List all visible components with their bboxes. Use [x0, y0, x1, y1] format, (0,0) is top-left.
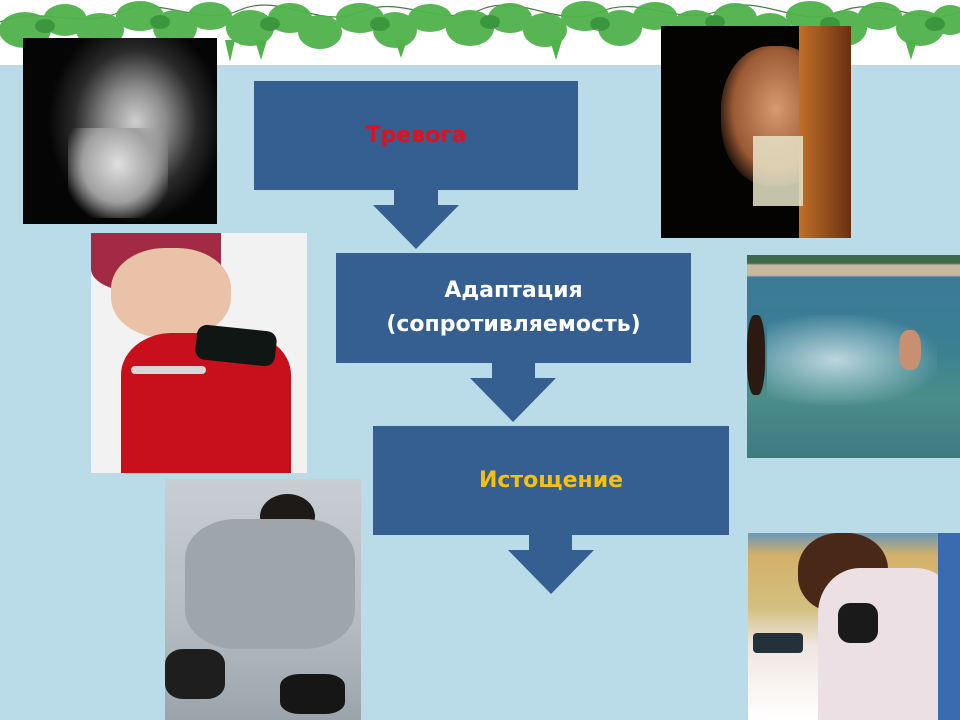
flow-step-adaptation: Адаптация (сопротивляемость) [336, 253, 691, 363]
arrow-down-icon [508, 535, 594, 594]
photo-woman-medicine [91, 233, 307, 473]
flow-step-alarm-label: Тревога [365, 122, 467, 148]
photo-exhausted-man [165, 479, 361, 720]
photo-stressed-woman-desk [748, 533, 960, 720]
photo-anxious-woman [23, 38, 217, 224]
arrow-down-icon [470, 363, 556, 422]
flow-step-exhaustion-label: Истощение [478, 467, 624, 493]
flow-step-alarm: Тревога [254, 81, 578, 190]
flow-step-adaptation-label-line1: Адаптация [444, 278, 583, 303]
flow-step-exhaustion: Истощение [373, 426, 729, 535]
photo-boy-peeking [661, 26, 851, 238]
flow-step-adaptation-label-line2: (сопротивляемость) [386, 312, 641, 337]
arrow-down-icon [373, 190, 459, 249]
photo-people-splashing [747, 255, 960, 458]
